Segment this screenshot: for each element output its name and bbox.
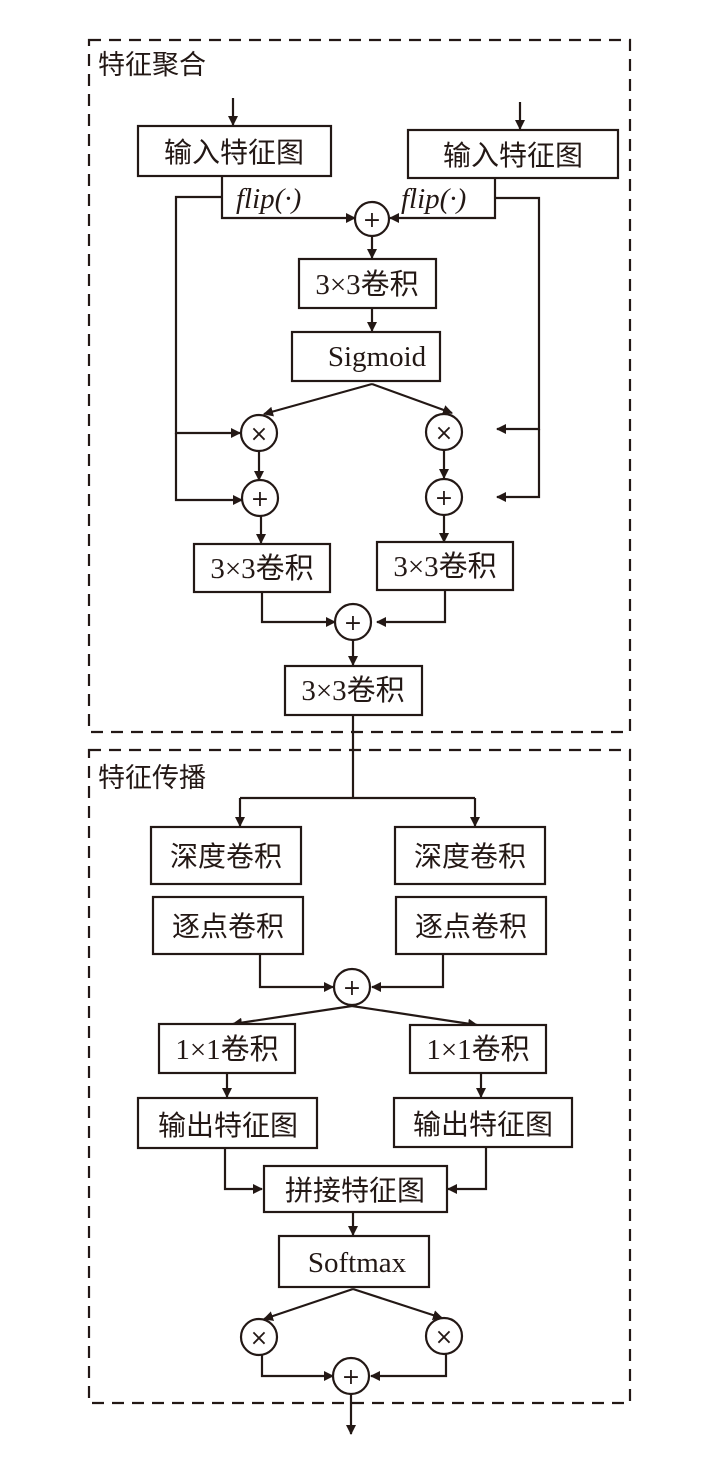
skip-add-left — [174, 433, 243, 505]
arrow-sigmoid-left — [263, 382, 373, 417]
output-left-to-concat — [223, 1148, 263, 1194]
conv3x3-output-label: 3×3卷积 — [301, 674, 404, 707]
conv1x1-right-label: 1×1卷积 — [426, 1033, 529, 1066]
add-symbol: + — [251, 487, 269, 512]
conv3x3-top — [297, 257, 438, 310]
flip-path-right — [389, 178, 497, 223]
pointwise-left-to-sum — [258, 954, 334, 992]
mul-symbol: × — [250, 422, 268, 447]
mul-right-to-final-sum — [370, 1354, 448, 1381]
mul-node-softmax-right — [424, 1316, 464, 1356]
sigmoid-block — [290, 330, 442, 383]
mul-symbol: × — [250, 1326, 268, 1351]
output-feature-map-left — [136, 1096, 319, 1150]
depthwise-conv-left-label: 深度卷积 — [170, 840, 282, 873]
aggregation-section-frame — [87, 38, 632, 734]
add-symbol: + — [435, 486, 453, 511]
input-feature-map-right — [406, 128, 620, 180]
pointwise-right-to-sum — [371, 954, 445, 992]
skip-add-right — [496, 429, 541, 502]
depthwise-conv-right-label: 深度卷积 — [414, 840, 526, 873]
softmax-block — [277, 1234, 431, 1289]
input-feature-map-left — [136, 124, 333, 178]
pointwise-conv-right — [394, 895, 548, 956]
pointwise-conv-right-label: 逐点卷积 — [415, 910, 527, 943]
arrow-to-conv1x1-right — [351, 1004, 478, 1029]
skip-mul-left — [174, 195, 241, 438]
flip-label-right: flip(·) — [401, 183, 466, 215]
add-node-propagation — [332, 967, 372, 1007]
conv3x3-right-label: 3×3卷积 — [393, 550, 496, 583]
arrow-softmax-right — [352, 1287, 443, 1320]
mul-symbol: × — [435, 421, 453, 446]
mul-symbol: × — [435, 1325, 453, 1350]
add-symbol: + — [342, 1365, 360, 1390]
concat-feature-map-label: 拼接特征图 — [285, 1174, 425, 1207]
output-feature-map-left-label: 输出特征图 — [158, 1109, 298, 1142]
input-feature-map-left-label: 输入特征图 — [164, 136, 304, 169]
pointwise-conv-left — [151, 895, 305, 956]
conv3x3-left — [192, 542, 332, 594]
conv3x3-top-label: 3×3卷积 — [315, 268, 418, 301]
input-feature-map-right-label: 输入特征图 — [443, 139, 583, 172]
flip-label-left: flip(·) — [236, 183, 301, 215]
arrow-sigmoid-right — [371, 382, 453, 415]
arrow-to-conv1x1-left — [232, 1004, 353, 1028]
arrow-softmax-left — [263, 1287, 354, 1321]
conv3x3-left-label: 3×3卷积 — [210, 552, 313, 585]
output-right-to-concat — [447, 1147, 488, 1194]
conv-right-to-sum — [376, 590, 447, 627]
flip-path-left — [220, 176, 356, 223]
mul-left-to-final-sum — [260, 1355, 334, 1381]
sigmoid-label: Sigmoid — [328, 341, 427, 373]
conv1x1-right — [408, 1023, 548, 1075]
mul-node-softmax-left — [239, 1317, 279, 1357]
output-feature-map-right-label: 输出特征图 — [413, 1108, 553, 1141]
conv-left-to-sum — [260, 592, 336, 627]
add-symbol: + — [344, 611, 362, 636]
conv1x1-left-label: 1×1卷积 — [175, 1033, 278, 1066]
pointwise-conv-left-label: 逐点卷积 — [172, 910, 284, 943]
depthwise-conv-right — [393, 825, 547, 886]
skip-mul-right — [495, 196, 541, 434]
aggregation-section-title: 特征聚合 — [98, 50, 206, 81]
propagation-section-frame — [87, 748, 632, 1405]
propagation-section-title: 特征传播 — [98, 763, 206, 794]
conv3x3-output — [283, 664, 424, 717]
add-symbol: + — [343, 976, 361, 1001]
depthwise-conv-left — [149, 825, 303, 886]
concat-feature-map — [262, 1164, 449, 1214]
output-feature-map-right — [392, 1096, 574, 1149]
add-symbol: + — [363, 208, 381, 233]
softmax-label: Softmax — [308, 1247, 407, 1279]
